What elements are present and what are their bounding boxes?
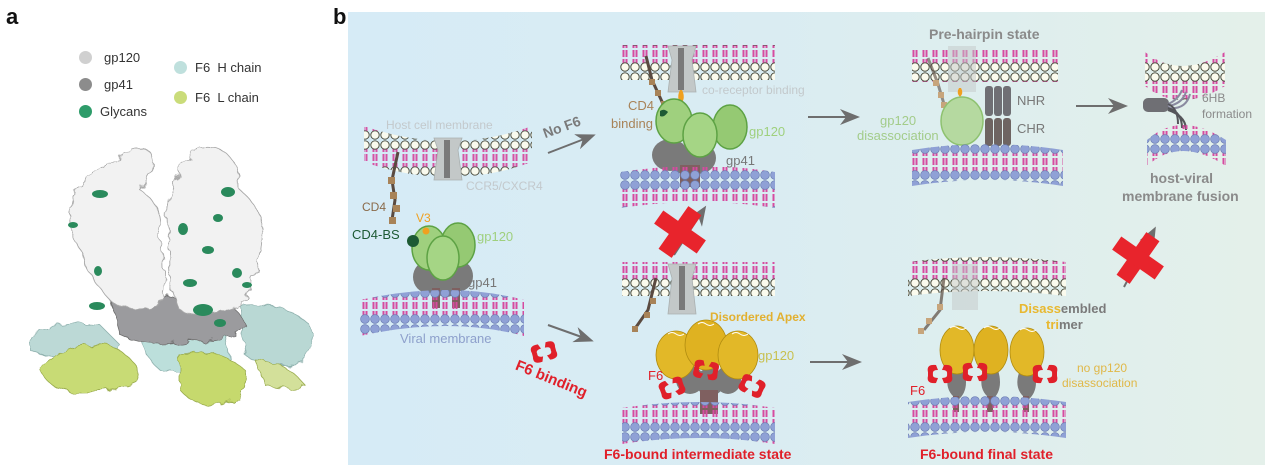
legend-item-glycans: Glycans <box>79 104 147 119</box>
host-cell-membrane <box>1145 52 1225 100</box>
pre-hairpin-state <box>912 46 1063 186</box>
chr-helices <box>985 118 1011 146</box>
legend-label: Glycans <box>100 104 147 119</box>
legend-label: gp120 <box>104 50 141 65</box>
legend-swatch-f6-l-chain <box>174 91 187 104</box>
host-cell-membrane <box>620 45 775 80</box>
f6-intermediate-state <box>622 262 775 444</box>
legend-swatch-gp41 <box>79 78 92 91</box>
panel-a-letter: a <box>6 4 19 29</box>
legend-label: gp41 <box>104 77 133 92</box>
six-hb-label-1: 6HB <box>1202 91 1226 105</box>
coreceptor-binding-label: co-receptor binding <box>702 83 805 97</box>
legend-swatch-glycans <box>79 105 92 118</box>
nhr-helices <box>985 86 1011 116</box>
gp120-label: gp120 <box>758 348 795 363</box>
v3-label: V3 <box>416 211 431 225</box>
host-cell-membrane <box>908 257 1066 296</box>
legend-item-f6-h-chain: F6 H chain <box>174 60 261 75</box>
six-hb-label-2: formation <box>1202 107 1253 121</box>
cd4-domains <box>388 177 400 224</box>
host-cell-membrane-label: Host cell membrane <box>386 118 493 132</box>
blocked-x-mark <box>643 195 717 269</box>
six-helix-bundle <box>1143 98 1169 112</box>
membrane-fusion-state <box>1143 52 1226 166</box>
f6-fab-icon <box>529 340 559 364</box>
viral-membrane <box>360 290 524 336</box>
f6-final-state <box>908 257 1066 438</box>
gp120-label: gp120 <box>477 229 514 244</box>
cd4-label: CD4 <box>362 200 387 214</box>
legend-swatch-gp120 <box>79 51 92 64</box>
legend-item-f6-l-chain: F6 L chain <box>174 90 259 105</box>
f6-l-chain-density <box>39 343 141 393</box>
disordered-apex <box>667 322 749 336</box>
cd4-binding-label-1: CD4 <box>628 98 655 113</box>
cd4-binding-state <box>620 45 775 208</box>
legend-item-gp120: gp120 <box>79 50 140 65</box>
gp120-label: gp120 <box>749 124 786 139</box>
gp120-density <box>69 147 166 310</box>
intermediate-state-title: F6-bound intermediate state <box>604 446 792 462</box>
panel-b-background <box>348 12 1265 465</box>
cd4-binding-label-2: binding <box>611 116 653 131</box>
f6-l-chain-density <box>179 351 247 406</box>
f6-fab <box>927 364 953 384</box>
disordered-apex-label: Disordered Apex <box>710 310 806 324</box>
viral-membrane <box>908 396 1066 438</box>
gp120-monomers-gold <box>939 325 1045 377</box>
receptor-core <box>444 140 450 178</box>
viral-membrane <box>622 402 775 444</box>
glycan-patches <box>68 187 252 327</box>
gp120-detached <box>940 96 984 146</box>
f6-label: F6 <box>910 383 926 398</box>
viral-membrane <box>620 166 775 208</box>
no-gp120-disassociation-label-1: no gp120 <box>1077 361 1128 375</box>
chr-label: CHR <box>1017 121 1046 136</box>
cd4-binding-site <box>407 235 419 247</box>
viral-membrane-label: Viral membrane <box>400 331 492 346</box>
trimer-orange: tri <box>1046 317 1059 332</box>
coreceptor-label: CCR5/CXCR4 <box>466 179 543 193</box>
host-cell-membrane <box>622 262 775 296</box>
gp120-disassociation-label-1: gp120 <box>880 113 917 128</box>
blocked-x-mark <box>1101 221 1175 295</box>
f6-fab <box>962 362 988 382</box>
legend-swatch-f6-h-chain <box>174 61 187 74</box>
cryo-em-density-map <box>29 145 313 406</box>
final-state-title: F6-bound final state <box>920 446 1053 462</box>
v3-loop <box>422 227 430 235</box>
legend-label: F6 H chain <box>195 60 262 75</box>
gp41-label: gp41 <box>468 275 497 290</box>
viral-membrane <box>1147 125 1226 166</box>
gp120-disassociation-label-2: disassociation <box>857 128 939 143</box>
disassembled-trimer-label-2: trimer <box>1046 318 1083 331</box>
f6-binding-arrow <box>547 324 594 343</box>
no-f6-arrow <box>547 134 596 154</box>
legend-item-gp41: gp41 <box>79 77 133 92</box>
no-gp120-disassociation-label-2: disassociation <box>1062 376 1138 390</box>
panel-b-letter: b <box>333 4 347 29</box>
disassembled-trimer-label-1: Disassembled <box>1019 302 1106 315</box>
gp120-trimer <box>411 222 476 281</box>
trimer-gray: mer <box>1059 317 1083 332</box>
viral-membrane <box>912 144 1063 186</box>
gp120-trimer-gold <box>655 319 759 380</box>
disassembled-gray: embled <box>1060 301 1107 316</box>
initial-state <box>360 126 532 336</box>
f6-l-chain-density <box>254 359 306 389</box>
disassembled-orange: Disass <box>1019 301 1061 316</box>
gp41-label: gp41 <box>726 153 755 168</box>
f6-fab <box>1032 364 1058 384</box>
fusion-title-1: host-viral <box>1150 170 1214 186</box>
f6-label: F6 <box>648 368 664 383</box>
pre-hairpin-title: Pre-hairpin state <box>929 26 1040 42</box>
nhr-label: NHR <box>1017 93 1046 108</box>
legend-label: F6 L chain <box>195 90 259 105</box>
cd4-bs-label: CD4-BS <box>352 227 400 242</box>
fusion-title-2: membrane fusion <box>1122 188 1239 204</box>
